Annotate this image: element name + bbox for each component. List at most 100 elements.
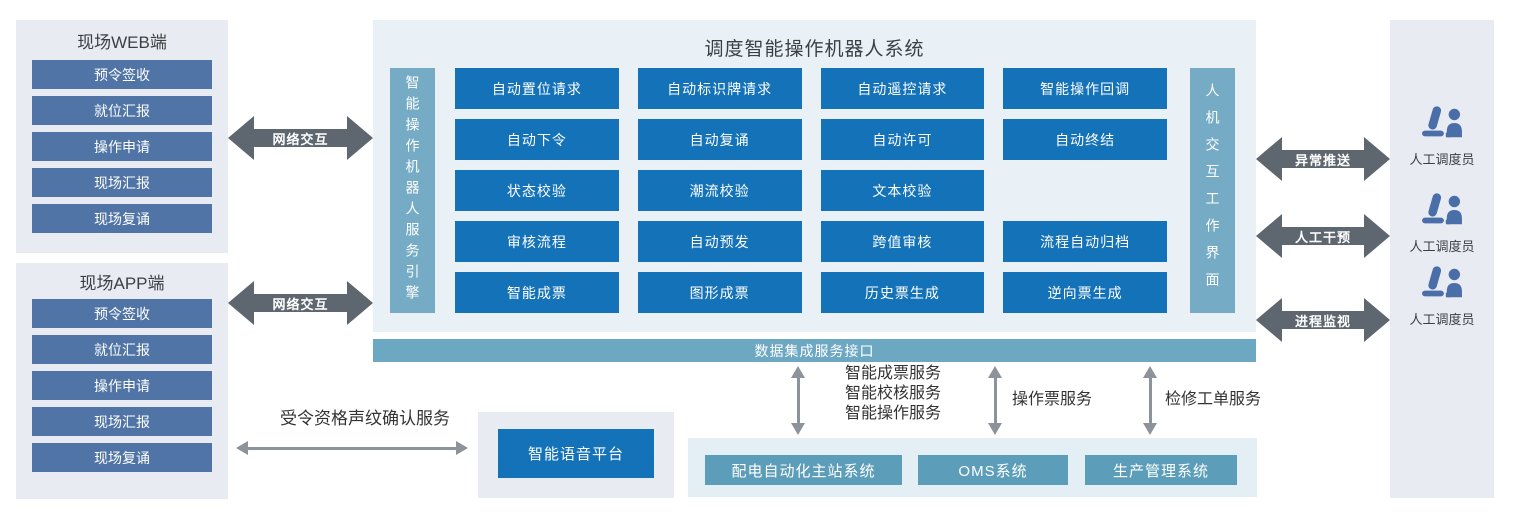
operators-panel: 人工调度员 人工调度员 <box>1390 20 1494 498</box>
arrow-right-head-icon <box>347 116 373 160</box>
hmi-vertical-bar: 人机交互工作界面 <box>1190 68 1235 313</box>
app-item: 现场汇报 <box>32 407 212 436</box>
process-monitor-arrow: 进程监视 <box>1256 298 1390 342</box>
web-item: 现场复诵 <box>32 204 212 233</box>
arrow-right-head-icon <box>1364 137 1390 181</box>
function-cell: 自动终结 <box>1003 119 1167 160</box>
maintenance-service-arrow <box>1143 366 1157 435</box>
voice-platform-panel: 智能语音平台 <box>478 412 674 498</box>
app-item: 预令签收 <box>32 299 212 328</box>
dispatcher-at-desk-icon <box>1422 193 1462 225</box>
function-cell: 自动置位请求 <box>455 68 619 109</box>
arrow-right-head-icon <box>456 441 468 455</box>
system-box: OMS系统 <box>918 455 1068 485</box>
function-cell: 自动标识牌请求 <box>637 68 802 109</box>
dispatcher-at-desk-icon <box>1422 106 1462 138</box>
arrow-left-head-icon <box>1256 137 1282 181</box>
web-panel-items: 预令签收 就位汇报 操作申请 现场汇报 现场复诵 <box>16 60 228 233</box>
arrow-up-head-icon <box>988 366 1002 378</box>
engine-vertical-bar: 智能操作机器人服务引擎 <box>390 68 435 313</box>
function-cell: 状态校验 <box>455 170 619 211</box>
arrow-right-head-icon <box>1364 298 1390 342</box>
app-client-panel: 现场APP端 预令签收 就位汇报 操作申请 现场汇报 现场复诵 <box>16 263 228 499</box>
arrow-line <box>993 378 997 423</box>
function-cell: 逆向票生成 <box>1003 272 1167 313</box>
ticket-service-arrow <box>988 366 1002 435</box>
web-item: 现场汇报 <box>32 168 212 197</box>
arrow-line <box>248 446 456 450</box>
arrow-left-head-icon <box>1256 298 1282 342</box>
function-cell: 智能操作回调 <box>1003 68 1167 109</box>
arrow-right-head-icon <box>347 281 373 325</box>
arrow-down-head-icon <box>1143 423 1157 435</box>
ticket-service-label: 操作票服务 <box>1012 391 1093 408</box>
manual-intervention-label: 人工干预 <box>1294 229 1351 245</box>
function-cell: 历史票生成 <box>820 272 985 313</box>
function-cell: 智能成票 <box>455 272 619 313</box>
app-item: 现场复诵 <box>32 443 212 472</box>
arrow-up-head-icon <box>1143 366 1157 378</box>
operator-block: 人工调度员 <box>1390 105 1494 168</box>
external-systems-panel: 配电自动化主站系统 OMS系统 生产管理系统 <box>688 438 1257 497</box>
arrow-left-head-icon <box>1256 214 1282 258</box>
function-cell: 跨值审核 <box>820 221 985 262</box>
function-cell: 文本校验 <box>820 170 985 211</box>
operator-label: 人工调度员 <box>1409 312 1475 327</box>
function-cell: 自动遥控请求 <box>820 68 985 109</box>
web-panel-title: 现场WEB端 <box>77 33 167 52</box>
data-integration-bus: 数据集成服务接口 <box>373 339 1256 362</box>
arrow-left-head-icon <box>236 441 248 455</box>
arrow-line <box>1148 378 1152 423</box>
service-line: 智能校核服务 <box>845 385 942 402</box>
voice-platform-box: 智能语音平台 <box>498 429 654 478</box>
arrow-down-head-icon <box>791 423 805 435</box>
app-item: 操作申请 <box>32 371 212 400</box>
operator-label: 人工调度员 <box>1409 152 1475 167</box>
web-item: 就位汇报 <box>32 96 212 125</box>
function-cell: 流程自动归档 <box>1003 221 1167 262</box>
exception-push-arrow: 异常推送 <box>1256 137 1390 181</box>
voiceprint-service-arrow <box>236 440 468 456</box>
robot-system-title: 调度智能操作机器人系统 <box>704 39 925 60</box>
function-cell: 自动下令 <box>455 119 619 160</box>
network-arrow-label: 网络交互 <box>272 131 329 147</box>
network-arrow-web: 网络交互 <box>228 116 373 160</box>
web-client-panel: 现场WEB端 预令签收 就位汇报 操作申请 现场汇报 现场复诵 <box>16 20 228 253</box>
arrow-left-head-icon <box>228 281 254 325</box>
function-cell: 图形成票 <box>637 272 802 313</box>
network-arrow-app: 网络交互 <box>228 281 373 325</box>
network-arrow-label: 网络交互 <box>272 296 329 312</box>
arrow-up-head-icon <box>791 366 805 378</box>
robot-services-arrow <box>791 366 805 435</box>
manual-intervention-arrow: 人工干预 <box>1256 214 1390 258</box>
arrow-line <box>796 378 800 423</box>
function-cell: 自动复诵 <box>637 119 802 160</box>
arrow-down-head-icon <box>988 423 1002 435</box>
app-panel-title: 现场APP端 <box>79 274 165 293</box>
function-cell: 自动预发 <box>637 221 802 262</box>
app-panel-items: 预令签收 就位汇报 操作申请 现场汇报 现场复诵 <box>16 299 228 472</box>
system-box: 生产管理系统 <box>1085 455 1237 485</box>
arrow-right-head-icon <box>1364 214 1390 258</box>
operator-label: 人工调度员 <box>1409 239 1475 254</box>
robot-system-panel: 调度智能操作机器人系统 智能操作机器人服务引擎 自动置位请求 自动标识牌请求 自… <box>373 20 1256 332</box>
web-item: 操作申请 <box>32 132 212 161</box>
function-cell: 自动许可 <box>820 119 985 160</box>
voiceprint-service-label: 受令资格声纹确认服务 <box>280 409 450 428</box>
operator-block: 人工调度员 <box>1390 265 1494 328</box>
function-cell: 审核流程 <box>455 221 619 262</box>
system-box: 配电自动化主站系统 <box>705 455 902 485</box>
dispatcher-at-desk-icon <box>1422 266 1462 298</box>
arrow-left-head-icon <box>228 116 254 160</box>
operator-block: 人工调度员 <box>1390 192 1494 255</box>
web-item: 预令签收 <box>32 60 212 89</box>
process-monitor-label: 进程监视 <box>1294 313 1351 329</box>
function-cell-empty <box>1003 170 1167 211</box>
service-line: 智能操作服务 <box>845 405 942 422</box>
robot-services-labels: 智能成票服务 智能校核服务 智能操作服务 <box>845 364 941 424</box>
service-line: 智能成票服务 <box>845 365 942 382</box>
robot-function-grid: 自动置位请求 自动标识牌请求 自动遥控请求 智能操作回调 自动下令 自动复诵 自… <box>455 68 1167 313</box>
function-cell: 潮流校验 <box>637 170 802 211</box>
hmi-bar-label: 人机交互工作界面 <box>1204 82 1221 299</box>
